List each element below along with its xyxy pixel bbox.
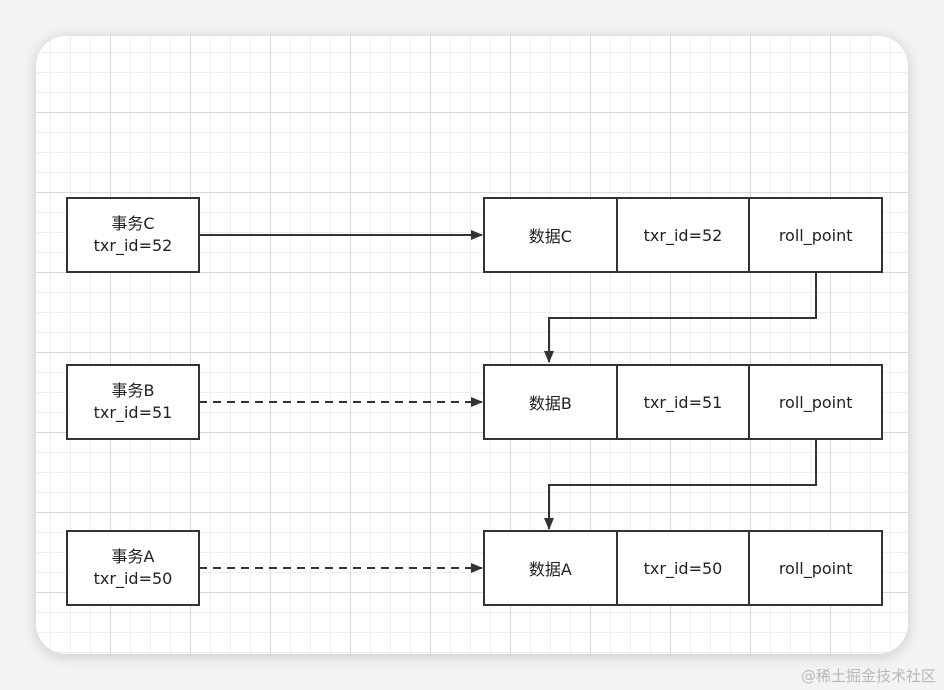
arrow-roll-point-c-to-record-b xyxy=(544,272,817,363)
record-b-txr-id: txr_id=51 xyxy=(615,366,749,438)
record-b: 数据B txr_id=51 roll_point xyxy=(483,364,883,440)
transaction-a-txr-id: txr_id=50 xyxy=(93,569,173,588)
transaction-c-name: 事务C xyxy=(111,214,155,233)
record-c: 数据C txr_id=52 roll_point xyxy=(483,197,883,273)
watermark: @稀土掘金技术社区 xyxy=(800,667,936,685)
transaction-c-txr-id: txr_id=52 xyxy=(93,236,173,255)
record-a-txr-id: txr_id=50 xyxy=(615,532,749,604)
transaction-b-txr-id: txr_id=51 xyxy=(93,403,173,422)
transaction-c: 事务C txr_id=52 xyxy=(66,197,200,273)
transaction-a-name: 事务A xyxy=(111,547,155,566)
transaction-a: 事务A txr_id=50 xyxy=(66,530,200,606)
record-c-txr-id: txr_id=52 xyxy=(615,199,749,271)
record-a-data: 数据A xyxy=(528,560,572,579)
connector-layer xyxy=(199,230,817,573)
record-a: 数据A txr_id=50 roll_point xyxy=(483,530,883,606)
record-b-data: 数据B xyxy=(528,394,572,413)
transaction-b-name: 事务B xyxy=(111,381,155,400)
record-a-roll-point: roll_point xyxy=(748,532,881,604)
record-c-roll-point: roll_point xyxy=(748,199,881,271)
transaction-b: 事务B txr_id=51 xyxy=(66,364,200,440)
diagram-canvas: 事务C txr_id=52 事务B txr_id=51 事务A txr_id=5… xyxy=(36,36,908,654)
record-c-data: 数据C xyxy=(528,227,572,246)
arrow-roll-point-b-to-record-a xyxy=(544,439,817,530)
record-b-roll-point: roll_point xyxy=(748,366,881,438)
